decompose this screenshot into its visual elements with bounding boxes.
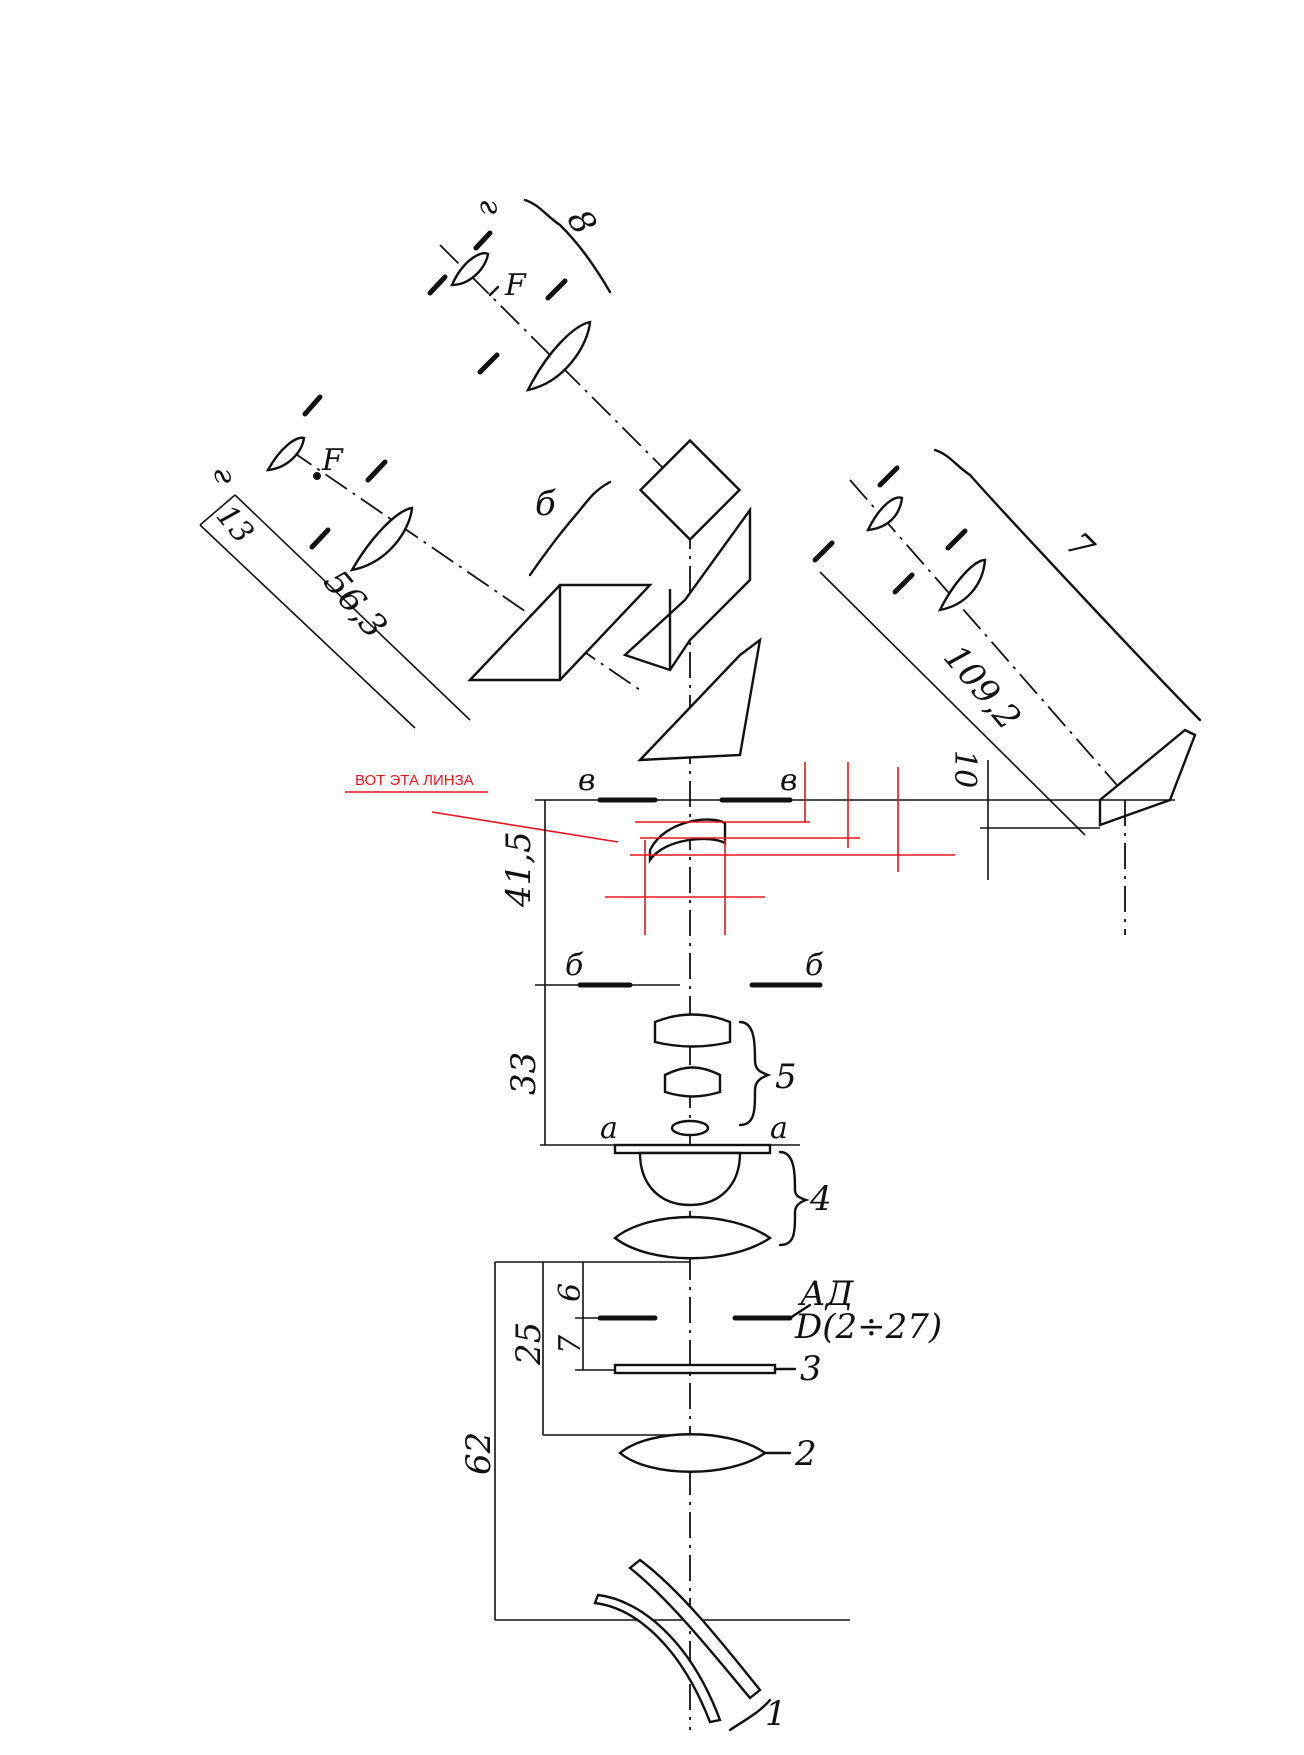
label-62: 62: [459, 1432, 499, 1475]
branch-8-brace: [523, 198, 612, 294]
label-b-left: б: [565, 948, 584, 983]
label-g-left: г: [207, 468, 242, 483]
label-6-small: 6: [553, 1283, 588, 1302]
label-a-right: a: [770, 1111, 788, 1146]
group-5-brace: [738, 1020, 772, 1127]
annotation-pointer: [431, 811, 619, 843]
branch-8-stop: [545, 278, 568, 301]
element-1-mirror-b: [628, 1558, 762, 1700]
branch-6-stop: [309, 527, 331, 550]
branch-7-stop: [892, 572, 915, 595]
label-41-5: 41,5: [499, 831, 539, 908]
label-6: б: [535, 484, 556, 524]
dim-56-3-line: [199, 524, 416, 729]
branch-7-stop: [812, 540, 835, 563]
group-5-lens-1: [653, 1013, 732, 1048]
dim-13-line: [199, 494, 236, 526]
branch-8-axis: [439, 244, 696, 501]
prism-block: [622, 506, 762, 762]
label-8: 8: [559, 203, 604, 242]
branch-8-prism: [638, 438, 742, 542]
branch-6: [199, 394, 653, 729]
label-v-left: в: [578, 763, 595, 798]
label-3: 3: [800, 1349, 822, 1389]
branch-7-lens: [937, 558, 987, 612]
element-2-lens: [618, 1433, 768, 1473]
label-ad: АД: [798, 1274, 855, 1314]
branch-8-small-lens: [450, 252, 490, 287]
group-4-lens: [613, 1215, 773, 1260]
branch-6-stop: [365, 459, 388, 483]
label-5: 5: [775, 1057, 797, 1097]
element-1-leader: [728, 1698, 772, 1732]
branch-8-stop: [477, 352, 500, 375]
group-5-lens-2: [663, 1066, 722, 1098]
lower-prism: [637, 637, 762, 762]
label-f-left: F: [321, 443, 344, 478]
label-109-2: 109,2: [935, 637, 1028, 737]
label-13: 13: [209, 499, 260, 551]
label-7: 7: [1058, 525, 1102, 569]
branch-7-axis: [849, 479, 1131, 801]
annotation-text: ВОТ ЭТА ЛИНЗА: [355, 772, 474, 789]
target-lens: [648, 818, 727, 864]
branch-7-stop: [945, 528, 968, 551]
branch-8: [427, 198, 742, 542]
focal-point: [313, 472, 321, 480]
element-1-mirror-a: [593, 1593, 722, 1724]
label-a-left: a: [600, 1111, 618, 1146]
element-3-plate: [613, 1363, 777, 1375]
label-56-3: 56,3: [315, 562, 394, 646]
branch-6-lens: [349, 506, 414, 572]
label-4: 4: [809, 1179, 832, 1219]
label-25: 25: [509, 1322, 549, 1366]
label-d-range: D(2÷27): [794, 1307, 942, 1347]
annotation-overlay: [345, 762, 955, 935]
branch-7-stop: [877, 465, 900, 488]
group-4-hemisphere: [638, 1151, 742, 1207]
group-4-brace: [778, 1150, 810, 1247]
branch-7-prism: [1098, 728, 1197, 827]
dim-109-2-line: [819, 571, 1086, 836]
label-f-top: F: [504, 268, 527, 303]
label-1: 1: [765, 1694, 787, 1734]
branch-6-small-lens: [265, 436, 306, 472]
ad-leader: [788, 1303, 812, 1320]
branch-8-stop: [427, 274, 448, 296]
label-33: 33: [504, 1052, 544, 1095]
branch-8-lens: [525, 320, 592, 392]
branch-6-brace: [528, 480, 612, 577]
label-g-top: г: [473, 199, 508, 214]
focal-tick: [488, 285, 500, 297]
label-2: 2: [794, 1434, 817, 1474]
group-5-lens-3: [670, 1119, 710, 1137]
branch-6-stop: [302, 394, 323, 417]
label-10: 10: [947, 750, 982, 788]
branch-8-stop: [473, 230, 493, 251]
label-v-right: в: [780, 763, 797, 798]
branch-7-small-lens: [865, 496, 904, 532]
label-b-right: б: [805, 948, 824, 983]
branch-7-brace: [933, 448, 1202, 722]
branch-7: [812, 448, 1202, 935]
dim-ext: [234, 494, 471, 721]
label-7-small: 7: [553, 1334, 588, 1354]
